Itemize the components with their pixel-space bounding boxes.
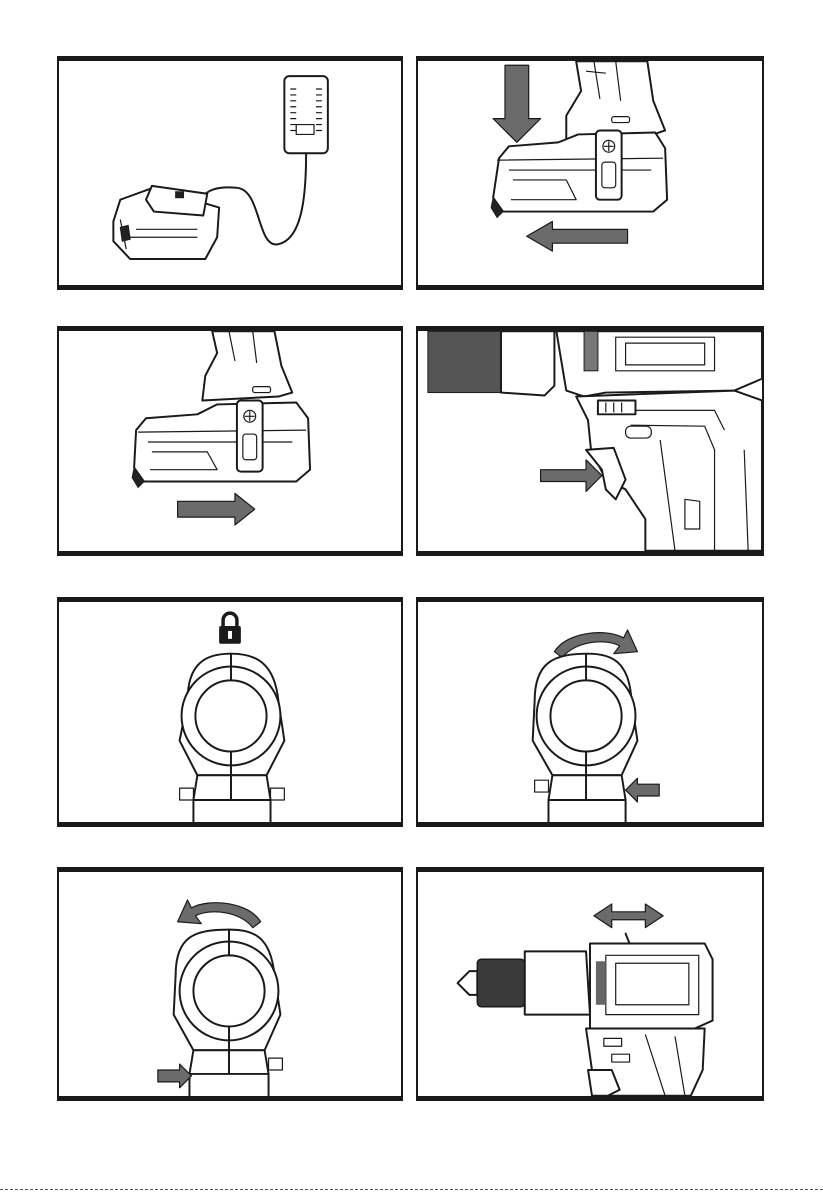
left-arrow-icon [626,778,660,802]
drill-rear-icon [180,654,285,822]
battery-pack-icon [132,400,310,487]
panel-trigger-switch [416,326,764,556]
panel-remove-battery [57,326,403,556]
page-edge-rule [0,1189,823,1190]
drill-rear-icon [174,930,283,1096]
remove-battery-illustration [59,331,401,551]
trigger-illustration [418,331,762,551]
padlock-icon [219,613,241,644]
panel-charging [57,56,403,290]
counterclockwise-arrow-icon [178,900,261,928]
gear-selector-illustration [418,872,762,1096]
forward-illustration [418,602,762,822]
drill-rear-icon [533,654,638,822]
drill-side-icon [428,331,762,550]
double-arrow-icon [594,904,663,928]
right-arrow-icon [541,460,602,492]
panel-insert-battery [416,56,764,290]
panel-direction-reverse [57,867,403,1101]
charger-adapter-icon [284,76,327,153]
battery-pack-icon [491,130,667,217]
panel-direction-forward [416,597,764,827]
drill-side-icon [458,934,713,1096]
down-arrow-icon [493,65,540,142]
right-arrow-icon [158,1064,192,1088]
drill-handle-icon [566,61,665,140]
battery-pack-icon [113,186,219,259]
panel-direction-lock [57,597,403,827]
lock-illustration [59,602,401,822]
charging-illustration [59,61,401,285]
insert-battery-illustration [418,61,762,285]
panel-gear-selector [416,867,764,1101]
left-arrow-icon [527,221,628,251]
reverse-illustration [59,872,401,1096]
drill-handle-icon [202,331,292,400]
right-arrow-icon [178,493,255,525]
